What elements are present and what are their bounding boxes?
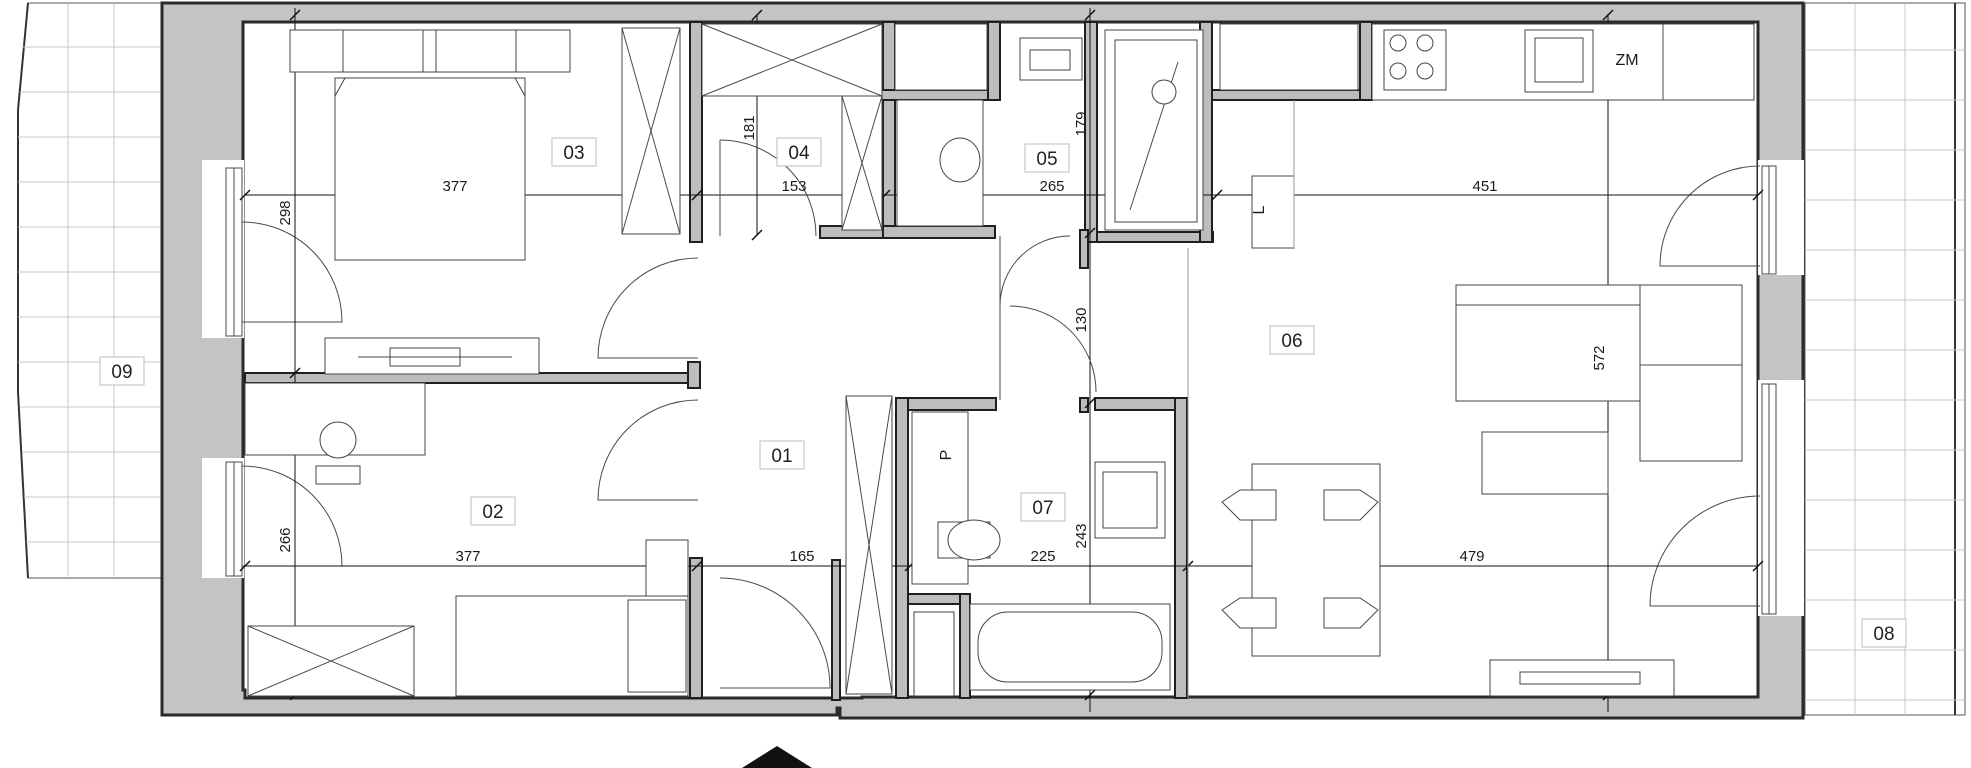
room-label-04: 04 — [788, 143, 810, 164]
dim-377-top: 377 — [442, 178, 467, 195]
tag-wardrobe-l: L — [1251, 205, 1268, 214]
fixture-tags: ZM L P — [938, 52, 1639, 460]
dim-243: 243 — [1073, 523, 1090, 548]
balcony-09 — [17, 2, 163, 579]
room-label-09: 09 — [111, 362, 132, 383]
furniture — [244, 23, 1755, 768]
dimension-labels: 377 298 153 181 265 179 451 572 130 377 … — [277, 111, 1608, 565]
room-label-03: 03 — [563, 143, 584, 164]
exterior-walls — [160, 1, 1805, 720]
dim-130: 130 — [1073, 307, 1090, 332]
dim-265: 265 — [1039, 178, 1064, 195]
dim-298: 298 — [277, 200, 294, 225]
dim-479: 479 — [1459, 548, 1484, 565]
dim-572: 572 — [1591, 345, 1608, 370]
dim-225: 225 — [1030, 548, 1055, 565]
tag-fridge: ZM — [1615, 52, 1638, 69]
dim-181: 181 — [741, 115, 758, 140]
room-labels: 09 03 04 05 06 01 02 07 08 — [99, 137, 1907, 648]
dim-165: 165 — [789, 548, 814, 565]
interior-walls — [244, 21, 1373, 701]
doors — [597, 139, 1097, 689]
room-label-06: 06 — [1281, 331, 1302, 352]
dim-451: 451 — [1472, 178, 1497, 195]
tag-wardrobe-p: P — [938, 450, 955, 461]
room-label-05: 05 — [1036, 149, 1057, 170]
dim-153: 153 — [781, 178, 806, 195]
dim-266: 266 — [277, 527, 294, 552]
room-label-01: 01 — [771, 446, 792, 467]
balcony-08 — [1804, 2, 1966, 716]
dim-179: 179 — [1073, 111, 1090, 136]
dimension-lines — [239, 8, 1764, 712]
room-label-07: 07 — [1032, 498, 1053, 519]
room-label-02: 02 — [482, 502, 503, 523]
room-label-08: 08 — [1873, 624, 1894, 645]
dim-377-bottom: 377 — [455, 548, 480, 565]
